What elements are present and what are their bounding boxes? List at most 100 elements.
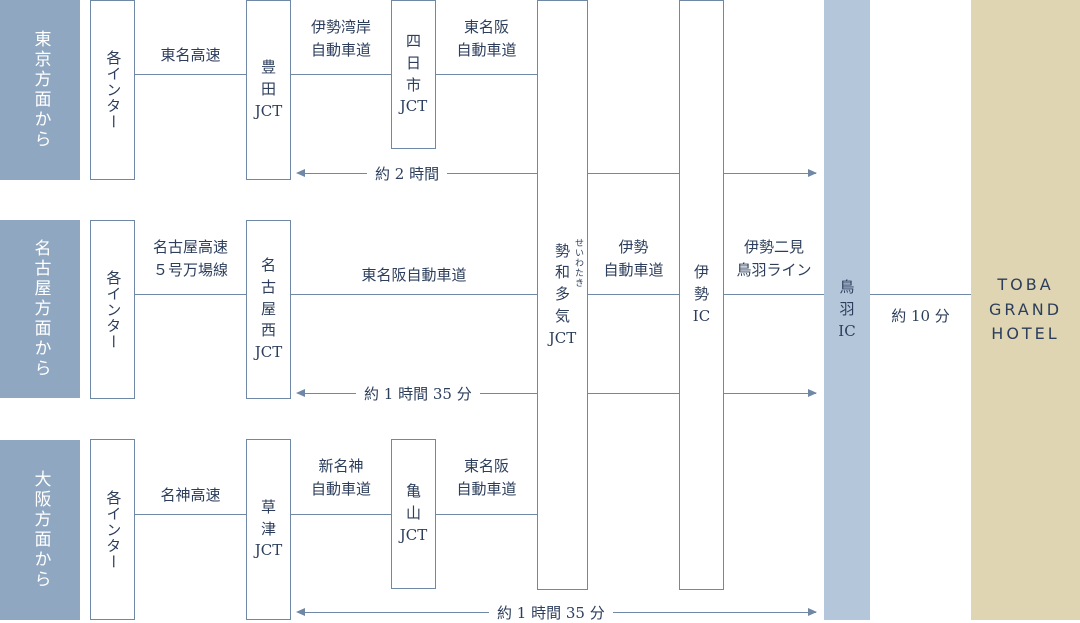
nagoya-nishi-jct-char: 名 bbox=[260, 256, 276, 275]
nagoya-start-box: 各インター bbox=[90, 220, 135, 399]
destination-block: TOBA GRAND HOTEL bbox=[971, 0, 1080, 620]
tokyo-line-2 bbox=[291, 74, 391, 75]
toyota-jct-box: 豊 田 JCT bbox=[246, 0, 291, 180]
nagoya-time-arrow-end bbox=[724, 393, 816, 394]
osaka-start-label: 各インター bbox=[104, 489, 123, 570]
tokyo-time-arrow-end bbox=[724, 173, 816, 174]
osaka-road-3-line: 自動車道 bbox=[456, 479, 517, 498]
kameyama-jct-box: 亀 山 JCT bbox=[391, 439, 436, 589]
origin-osaka: 大阪方面から bbox=[0, 440, 80, 620]
tokyo-line-3 bbox=[436, 74, 537, 75]
ise-road-label: 伊勢 自動車道 bbox=[588, 236, 679, 281]
tokyo-road-3-line: 東名阪 bbox=[463, 18, 509, 36]
seiwa-taki-jct-char: 和 bbox=[554, 263, 570, 282]
kusatsu-jct-char: 津 bbox=[260, 519, 276, 538]
nagoya-road-2: 東名阪自動車道 bbox=[361, 266, 467, 284]
final-line bbox=[870, 294, 971, 295]
toyota-jct-char: 豊 bbox=[260, 58, 276, 77]
osaka-time-label: 約 1 時間 35 分 bbox=[489, 602, 613, 623]
ise-ic-char: 伊 bbox=[693, 263, 709, 282]
tokyo-road-1: 東名高速 bbox=[160, 46, 221, 64]
toba-ic-char: 鳥 bbox=[839, 278, 855, 297]
origin-tokyo: 東京方面から bbox=[0, 0, 80, 180]
ise-road-label-line: 伊勢 bbox=[618, 238, 649, 256]
ise-ic-char: IC bbox=[692, 306, 711, 325]
yokkaichi-jct-char: JCT bbox=[399, 97, 428, 116]
yokkaichi-jct-box: 四 日 市 JCT bbox=[391, 0, 436, 149]
nagoya-nishi-jct-box: 名 古 屋 西 JCT bbox=[246, 220, 291, 399]
kameyama-jct-char: 山 bbox=[405, 504, 421, 523]
origin-osaka-label: 大阪方面から bbox=[30, 470, 51, 590]
destination-line: HOTEL bbox=[991, 324, 1060, 344]
tokyo-start-box: 各インター bbox=[90, 0, 135, 180]
tokyo-time-label: 約 2 時間 bbox=[367, 163, 448, 184]
nagoya-road-1: 名古屋高速 ５号万場線 bbox=[135, 236, 246, 281]
osaka-time-arrow-right-head bbox=[808, 608, 817, 616]
yokkaichi-jct-char: 四 bbox=[405, 32, 421, 50]
osaka-road-3: 東名阪 自動車道 bbox=[436, 455, 537, 500]
futami-line-label: 伊勢二見 鳥羽ライン bbox=[724, 236, 824, 281]
nagoya-time-arrow-right-head bbox=[808, 389, 817, 397]
seiwa-taki-jct-char: JCT bbox=[548, 328, 577, 347]
nagoya-time-label: 約 1 時間 35 分 bbox=[356, 383, 480, 404]
origin-tokyo-label: 東京方面から bbox=[30, 30, 51, 150]
tokyo-time-arrow-mid bbox=[588, 173, 679, 174]
futami-line bbox=[724, 294, 824, 295]
osaka-line-3 bbox=[436, 514, 537, 515]
yokkaichi-jct-char: 市 bbox=[405, 75, 421, 94]
tokyo-line-1 bbox=[135, 74, 246, 75]
osaka-road-1: 名神高速 bbox=[160, 486, 221, 504]
destination-line: TOBA bbox=[997, 274, 1054, 294]
tokyo-road-2-line: 自動車道 bbox=[310, 40, 371, 59]
seiwa-taki-jct-char: 気 bbox=[554, 306, 570, 325]
nagoya-road-1-line: 名古屋高速 bbox=[152, 238, 228, 256]
toyota-jct-char: JCT bbox=[254, 101, 283, 120]
tokyo-road-3-line: 自動車道 bbox=[456, 40, 517, 59]
osaka-line-1 bbox=[135, 514, 246, 515]
nagoya-nishi-jct-char: 西 bbox=[260, 321, 276, 340]
osaka-line-2 bbox=[291, 514, 391, 515]
nagoya-time-arrow-left-head bbox=[296, 389, 305, 397]
nagoya-start-label: 各インター bbox=[104, 269, 123, 350]
final-time-label: 約 10 分 bbox=[891, 307, 950, 325]
toba-ic-label: 鳥 羽 IC bbox=[838, 277, 855, 342]
osaka-start-box: 各インター bbox=[90, 439, 135, 620]
tokyo-road-3: 東名阪 自動車道 bbox=[436, 16, 537, 61]
tokyo-time-arrow-right-head bbox=[808, 169, 817, 177]
nagoya-nishi-jct-char: JCT bbox=[254, 343, 283, 362]
origin-nagoya: 名古屋方面から bbox=[0, 220, 80, 398]
nagoya-nishi-jct-char: 屋 bbox=[260, 299, 276, 318]
nagoya-road-1-line: ５号万場線 bbox=[152, 260, 228, 279]
nagoya-time-arrow-mid bbox=[588, 393, 679, 394]
kusatsu-jct-char: 草 bbox=[260, 497, 276, 516]
osaka-road-2: 新名神 自動車道 bbox=[291, 455, 391, 500]
toba-ic-column: 鳥 羽 IC bbox=[824, 0, 870, 620]
kameyama-jct-char: JCT bbox=[399, 525, 428, 544]
tokyo-road-2-line: 伊勢湾岸 bbox=[310, 18, 371, 36]
tokyo-start-label: 各インター bbox=[104, 50, 123, 130]
seiwa-taki-jct-char: 多 bbox=[554, 285, 570, 304]
seiwa-taki-jct-box: 勢 和 多 気 JCT bbox=[537, 0, 588, 590]
tokyo-road-2: 伊勢湾岸 自動車道 bbox=[291, 16, 391, 61]
futami-line-label-line: 鳥羽ライン bbox=[736, 260, 812, 279]
ise-ic-box: 伊 勢 IC bbox=[679, 0, 724, 590]
osaka-road-3-line: 東名阪 bbox=[463, 457, 509, 475]
kusatsu-jct-box: 草 津 JCT bbox=[246, 439, 291, 620]
ise-road-label-line: 自動車道 bbox=[603, 260, 664, 279]
toba-ic-char: IC bbox=[838, 321, 856, 340]
osaka-road-2-line: 自動車道 bbox=[310, 479, 371, 498]
destination-line: GRAND bbox=[988, 299, 1063, 319]
yokkaichi-jct-char: 日 bbox=[405, 53, 421, 72]
seiwa-taki-ruby: せいわたき bbox=[573, 238, 583, 288]
toyota-jct-char: 田 bbox=[260, 80, 276, 99]
nagoya-nishi-jct-char: 古 bbox=[260, 277, 276, 296]
osaka-time-arrow-left-head bbox=[296, 608, 305, 616]
kusatsu-jct-char: JCT bbox=[254, 541, 283, 560]
destination-label: TOBA GRAND HOTEL bbox=[989, 273, 1062, 347]
nagoya-line-1 bbox=[135, 294, 246, 295]
nagoya-line-2 bbox=[291, 294, 537, 295]
osaka-road-2-line: 新名神 bbox=[318, 457, 364, 475]
kameyama-jct-char: 亀 bbox=[405, 482, 421, 501]
seiwa-taki-jct-char: 勢 bbox=[554, 241, 570, 260]
